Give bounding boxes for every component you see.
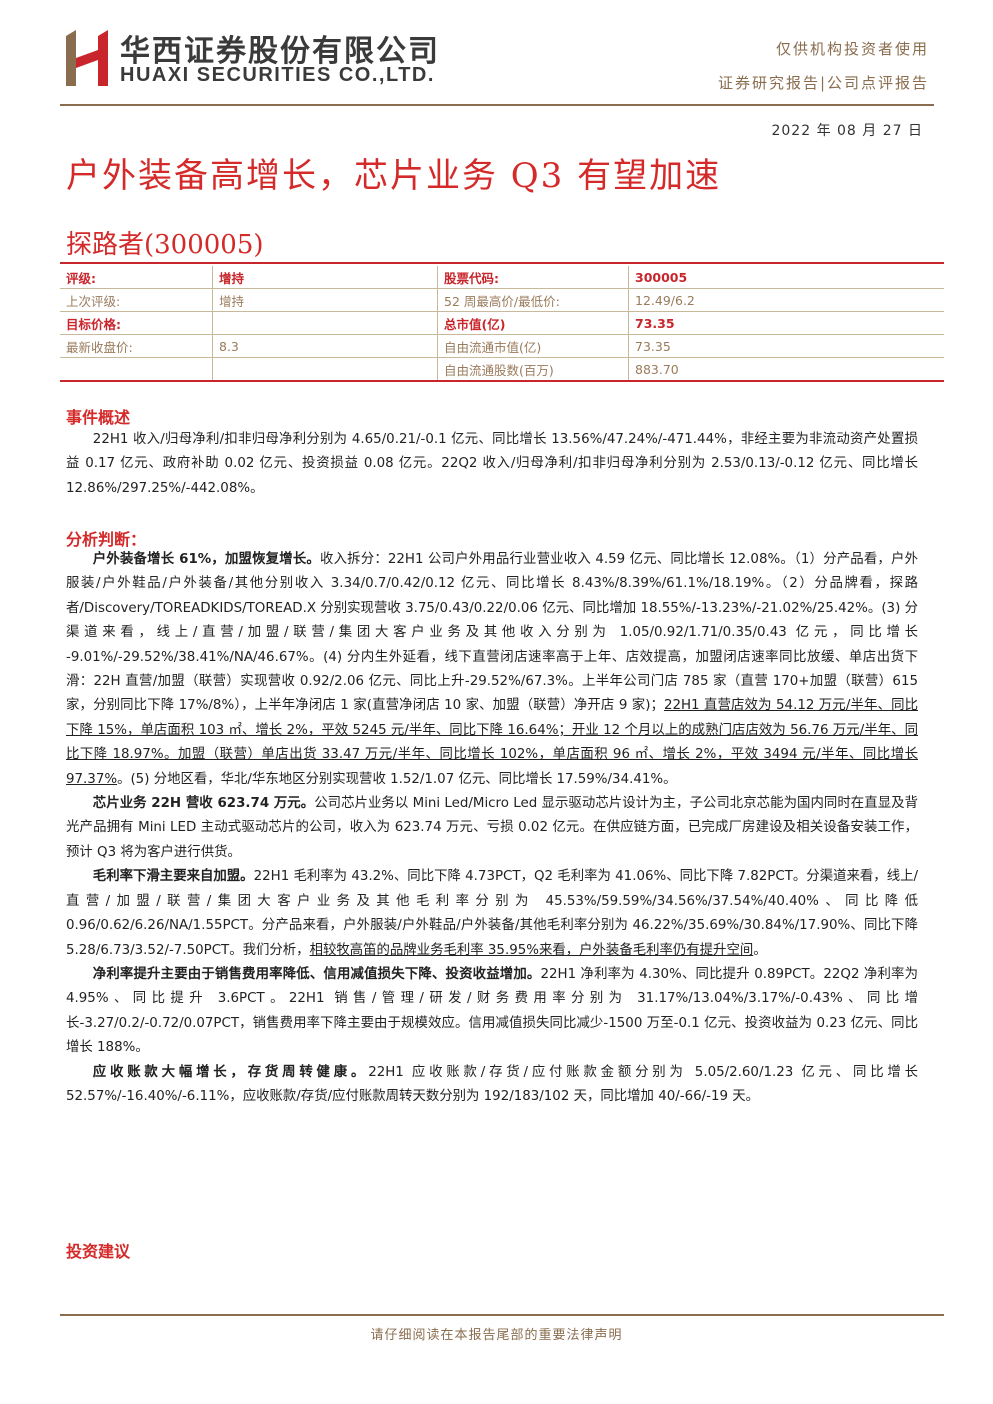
table-cell: 目标价格: [60,311,213,335]
stock-info-table: 评级: 增持 股票代码: 300005 上次评级: 增持 52 周最高价/最低价… [60,266,944,382]
paragraph: 净利率提升主要由于销售费用率降低、信用减值损失下降、投资收益增加。22H1 净利… [66,963,918,1061]
table-cell: 73.35 [628,334,944,358]
table-top-rule [60,262,944,264]
underlined-text: 相较牧高笛的品牌业务毛利率 35.95%来看，户外装备毛利率仍有提升空间 [309,942,754,958]
event-summary: 22H1 收入/归母净利/扣非归母净利分别为 4.65/0.21/-0.1 亿元… [66,428,918,501]
footer-divider [60,1314,944,1316]
table-cell: 52 周最高价/最低价: [437,288,629,312]
table-cell: 73.35 [628,311,944,335]
report-title: 户外装备高增长，芯片业务 Q3 有望加速 [66,156,722,196]
report-type: 证券研究报告|公司点评报告 [717,74,929,92]
paragraph: 户外装备增长 61%，加盟恢复增长。收入拆分：22H1 公司户外用品行业营业收入… [66,548,918,792]
paragraph-text: 收入拆分：22H1 公司户外用品行业营业收入 4.59 亿元、同比增长 12.0… [66,552,918,714]
paragraph: 毛利率下滑主要来自加盟。22H1 毛利率为 43.2%、同比下降 4.73PCT… [66,865,918,963]
section-heading-invest: 投资建议 [66,1242,131,1261]
table-cell: 最新收盘价: [60,334,213,358]
paragraph-lead: 芯片业务 22H 营收 623.74 万元。 [92,796,315,812]
header-divider [60,104,934,106]
paragraph-lead: 净利率提升主要由于销售费用率降低、信用减值损失下降、投资收益增加。 [92,966,541,982]
table-cell: 增持 [212,288,438,312]
table-row: 上次评级: 增持 52 周最高价/最低价: 12.49/6.2 [60,288,944,312]
institutional-note: 仅供机构投资者使用 [775,40,929,58]
table-cell: 总市值(亿) [437,311,629,335]
underlined-text: 22H1 直营店效为 54.12 万元/半年、同比下降 15%，单店面积 103… [66,698,919,787]
report-header: 华西证券股份有限公司 HUAXI SECURITIES CO.,LTD. 仅供机… [0,0,993,110]
table-cell: 自由流通市值(亿) [437,334,629,358]
table-cell: 上次评级: [60,288,213,312]
section-heading-analysis: 分析判断： [66,530,147,549]
paragraph: 芯片业务 22H 营收 623.74 万元。公司芯片业务以 Mini Led/M… [66,792,918,865]
paragraph: 22H1 收入/归母净利/扣非归母净利分别为 4.65/0.21/-0.1 亿元… [66,432,918,496]
table-cell: 股票代码: [437,266,629,289]
paragraph-text: 。 [753,942,767,958]
huaxi-logo-icon [66,30,108,86]
paragraph-text: 22H1 毛利率为 43.2%、同比下降 4.73PCT，Q2 毛利率为 41.… [66,869,919,958]
paragraph-text: 。(5) 分地区看，华北/华东地区分别实现营收 1.52/1.07 亿元、同比增… [117,771,677,787]
table-row: 评级: 增持 股票代码: 300005 [60,266,944,289]
table-cell: 12.49/6.2 [628,288,944,312]
paragraph-text: 22H1 应收账款/存货/应付账款金额分别为 5.05/2.60/1.23 亿元… [66,1064,919,1104]
section-heading-event: 事件概述 [66,408,131,427]
table-cell: 增持 [212,266,438,289]
table-cell: 300005 [628,266,944,289]
legal-notice: 请仔细阅读在本报告尾部的重要法律声明 [370,1328,623,1343]
table-row: 目标价格: 总市值(亿) 73.35 [60,311,944,335]
table-cell [212,357,438,382]
table-row: 自由流通股数(百万) 883.70 [60,357,944,382]
company-name-cn: 华西证券股份有限公司 [120,34,440,69]
paragraph-lead: 应收账款大幅增长，存货周转健康。 [92,1064,369,1080]
stock-name: 探路者(300005) [66,230,264,260]
table-cell: 评级: [60,266,213,289]
paragraph-text: 公司芯片业务以 Mini Led/Micro Led 显示驱动芯片设计为主，子公… [66,796,918,860]
table-row: 最新收盘价: 8.3 自由流通市值(亿) 73.35 [60,334,944,358]
table-cell [212,311,438,335]
table-cell: 8.3 [212,334,438,358]
company-name-en: HUAXI SECURITIES CO.,LTD. [120,64,435,86]
report-date: 2022 年 08 月 27 日 [771,123,923,139]
paragraph-lead: 毛利率下滑主要来自加盟。 [92,869,254,885]
analysis-body: 户外装备增长 61%，加盟恢复增长。收入拆分：22H1 公司户外用品行业营业收入… [66,548,918,1109]
paragraph: 应收账款大幅增长，存货周转健康。22H1 应收账款/存货/应付账款金额分别为 5… [66,1061,918,1110]
table-cell: 自由流通股数(百万) [437,357,629,382]
table-cell [60,357,213,382]
table-cell: 883.70 [628,357,944,382]
paragraph-text: 22H1 净利率为 4.30%、同比提升 0.89PCT。22Q2 净利率为 4… [66,966,918,1056]
paragraph-lead: 户外装备增长 61%，加盟恢复增长。 [92,552,320,567]
